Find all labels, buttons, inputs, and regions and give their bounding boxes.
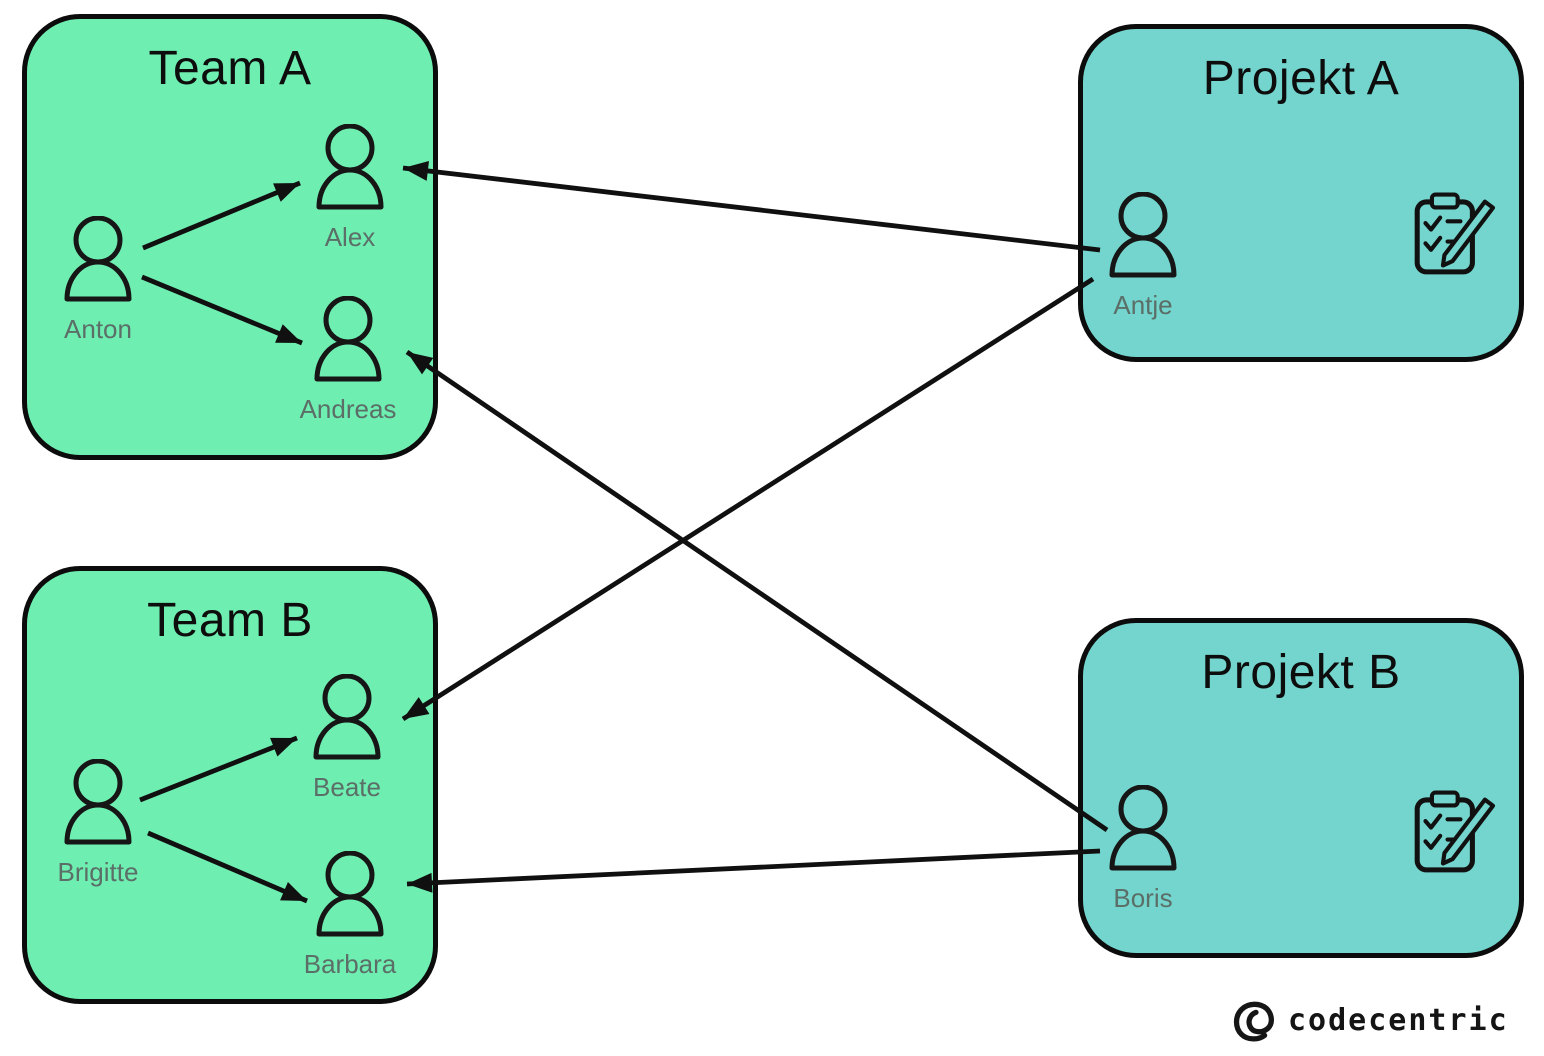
person-icon [1109,785,1177,871]
person-beate: Beate [311,674,383,802]
projekt-b-box: Projekt B Boris [1078,618,1524,958]
person-anton: Anton [62,216,134,344]
person-name: Alex [324,222,376,252]
clipboard-checklist-icon [1414,192,1496,275]
brand-name: codecentric [1288,1003,1509,1038]
arrow-boris-to-barbara [406,848,1101,893]
person-name: Andreas [299,394,397,424]
team-b-title: Team B [147,594,313,647]
person-icon [316,124,384,210]
person-icon [64,759,132,845]
person-icon [316,851,384,937]
person-name: Barbara [303,949,397,979]
person-alex: Alex [314,124,386,252]
person-name: Beate [313,772,381,802]
person-boris: Boris [1107,785,1179,913]
codecentric-logo: codecentric [1230,996,1509,1046]
projekt-a-box: Projekt A Antje [1078,24,1524,362]
projekt-b-title: Projekt B [1201,646,1401,699]
person-name: Boris [1113,883,1173,913]
person-icon [64,216,132,302]
arrow-boris-to-andreas [405,350,1109,832]
person-brigitte: Brigitte [58,759,138,887]
person-antje: Antje [1107,192,1179,320]
person-icon [1109,192,1177,278]
person-icon [313,674,381,760]
codecentric-logo-icon [1233,1001,1274,1042]
person-andreas: Andreas [300,296,396,424]
team-a-box: Team A Anton Alex Andreas [22,14,438,460]
person-icon [314,296,382,382]
projekt-a-title: Projekt A [1202,52,1400,105]
arrow-antje-to-alex [402,160,1101,253]
person-name: Antje [1113,290,1173,320]
arrow-antje-to-beate [401,276,1095,722]
clipboard-checklist-icon [1414,790,1496,873]
person-name: Brigitte [57,857,139,887]
team-a-title: Team A [148,42,312,95]
person-name: Anton [64,314,132,344]
team-b-box: Team B Brigitte Beate Barbara [22,566,438,1004]
person-barbara: Barbara [304,851,396,979]
